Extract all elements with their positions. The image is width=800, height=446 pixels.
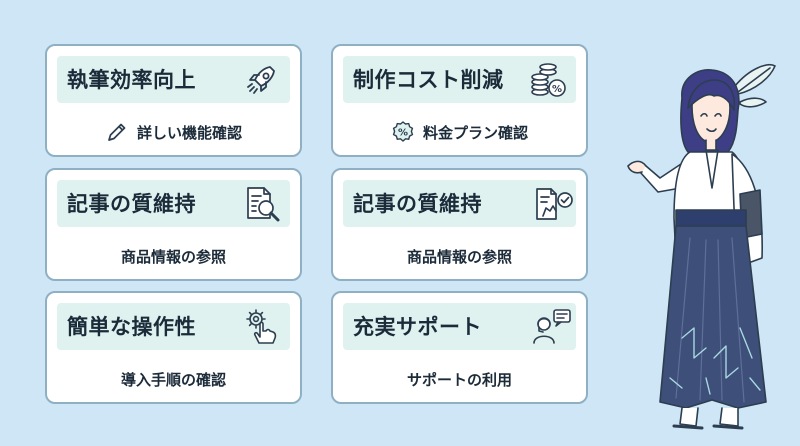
card-title: 記事の質維持: [67, 192, 196, 216]
card-subtitle: サポートの利用: [406, 370, 512, 389]
document-search-icon: [247, 187, 280, 222]
card-quality-maintenance-2[interactable]: 記事の質維持 商品情報の参照: [331, 168, 588, 281]
card-cost-reduction[interactable]: 制作コスト削減 % % 料金プラン確認: [331, 44, 588, 157]
card-support[interactable]: 充実サポート サポートの利用: [331, 291, 588, 404]
card-subtitle: 料金プラン確認: [422, 123, 528, 142]
card-subtitle-row[interactable]: 商品情報の参照: [333, 242, 586, 270]
document-check-icon: [536, 188, 573, 220]
hakama-guide-character: [627, 64, 776, 430]
card-title: 制作コスト削減: [353, 68, 504, 92]
card-subtitle: 商品情報の参照: [406, 247, 512, 266]
pen-icon: [108, 123, 126, 141]
card-header: 記事の質維持: [57, 180, 290, 227]
card-header: 記事の質維持: [343, 180, 576, 227]
card-subtitle-row[interactable]: 商品情報の参照: [47, 242, 300, 270]
card-subtitle-row[interactable]: 導入手順の確認: [47, 365, 300, 393]
card-title: 執筆効率向上: [67, 68, 196, 92]
card-title: 充実サポート: [353, 315, 482, 339]
touch-gear-icon: [246, 309, 277, 344]
card-title: 簡単な操作性: [67, 315, 196, 339]
card-quality-maintenance[interactable]: 記事の質維持 商品情報の参照: [45, 168, 302, 281]
card-header: 充実サポート: [343, 303, 576, 350]
card-subtitle-row[interactable]: サポートの利用: [333, 365, 586, 393]
card-subtitle-row[interactable]: 詳しい機能確認: [47, 118, 300, 146]
card-header: 執筆効率向上: [57, 56, 290, 103]
svg-text:%: %: [398, 128, 408, 139]
svg-text:%: %: [552, 84, 562, 95]
discount-badge-icon: %: [392, 121, 414, 142]
card-writing-efficiency[interactable]: 執筆効率向上 詳しい機能確認: [45, 44, 302, 157]
card-subtitle: 商品情報の参照: [120, 247, 226, 266]
support-agent-icon: [533, 309, 571, 344]
card-header: 制作コスト削減 %: [343, 56, 576, 103]
card-subtitle: 導入手順の確認: [120, 370, 226, 389]
rocket-icon: [247, 66, 275, 94]
card-subtitle: 詳しい機能確認: [136, 123, 242, 142]
card-ease-of-use[interactable]: 簡単な操作性 導入手順の確認: [45, 291, 302, 404]
card-header: 簡単な操作性: [57, 303, 290, 350]
card-title: 記事の質維持: [353, 192, 482, 216]
coins-icon: %: [531, 63, 566, 97]
card-subtitle-row[interactable]: % 料金プラン確認: [333, 118, 586, 146]
